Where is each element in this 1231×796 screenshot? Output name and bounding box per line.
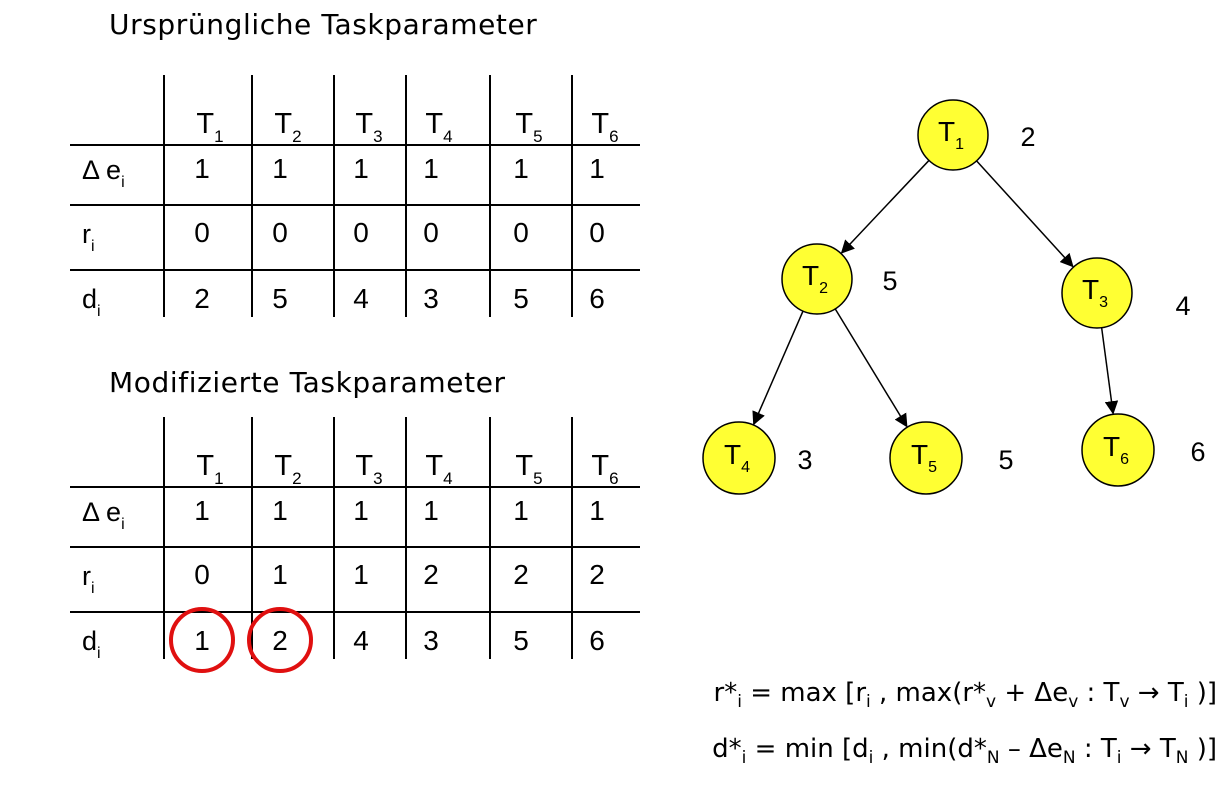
table-cell: 0 <box>272 217 288 248</box>
task-node-label: T1 <box>938 116 964 153</box>
table-cell: 0 <box>513 217 529 248</box>
original-parameters-table: T1 T2 T3 T4 T5 T6 Δ ei 1 1 1 1 1 1 ri 0 0 0 0 0 0 di 2 5 4 3 5 6 <box>70 75 640 320</box>
table-cell: 1 <box>513 153 529 184</box>
table-cell: 1 <box>272 559 288 590</box>
dependency-arrow <box>976 160 1074 268</box>
table-cell: 5 <box>272 283 288 314</box>
task-deadline-label: 6 <box>1190 437 1205 467</box>
table-header-cell: T2 <box>274 108 301 146</box>
task-node-label: T3 <box>1082 274 1108 311</box>
table-cell: 5 <box>513 625 529 656</box>
table-cell: 1 <box>353 559 369 590</box>
task-node-t3 <box>1061 257 1133 329</box>
modified-parameters-table: T1 T2 T3 T4 T5 T6 Δ ei 1 1 1 1 1 1 ri 0 1 1 2 2 2 di 1 2 4 3 5 6 <box>70 417 640 673</box>
table-cell: 2 <box>513 559 529 590</box>
table-cell: 1 <box>272 153 288 184</box>
table-cell: 1 <box>353 495 369 526</box>
table-cell: 1 <box>589 153 605 184</box>
task-deadline-label: 5 <box>998 445 1013 475</box>
table-row-label: di <box>82 626 101 662</box>
table-cell: 1 <box>423 153 439 184</box>
table-header-cell: T1 <box>196 450 223 488</box>
task-node-t2 <box>781 243 853 315</box>
task-deadline-label: 2 <box>1020 122 1035 152</box>
table-cell: 1 <box>194 625 210 656</box>
table-cell: 5 <box>513 283 529 314</box>
table-cell: 1 <box>194 153 210 184</box>
table-cell: 1 <box>272 495 288 526</box>
task-node-t6 <box>1081 413 1155 487</box>
table-header-cell: T5 <box>515 108 542 146</box>
table-header-cell: T4 <box>425 450 452 488</box>
table-row-label: Δ ei <box>82 155 125 191</box>
table-row-label: ri <box>82 219 95 255</box>
table-cell: 2 <box>194 283 210 314</box>
dependency-arrow <box>1100 327 1119 415</box>
table-header-cell: T3 <box>355 108 382 146</box>
task-node-label: T5 <box>911 439 937 476</box>
table-cell: 6 <box>589 625 605 656</box>
table-cell: 2 <box>272 625 288 656</box>
table-cell: 1 <box>589 495 605 526</box>
modified-parameters-heading: Modifizierte Taskparameter <box>109 366 506 399</box>
original-parameters-heading: Ursprüngliche Taskparameter <box>109 8 538 41</box>
dependency-arrow <box>834 308 908 428</box>
table-header-cell: T4 <box>425 108 452 146</box>
task-node-label: T6 <box>1103 431 1129 468</box>
table-cell: 2 <box>423 559 439 590</box>
r-star-formula: r*i = max [ri , max(r*v + Δev : Tv → Ti … <box>713 678 1217 712</box>
task-node-label: T4 <box>724 439 750 476</box>
table-row-label: di <box>82 284 101 320</box>
table-row-label: ri <box>82 561 95 597</box>
table-cell: 1 <box>194 495 210 526</box>
table-cell: 0 <box>194 217 210 248</box>
task-node-t1 <box>917 99 989 171</box>
task-node-t5 <box>889 421 963 495</box>
table-header-cell: T6 <box>591 450 618 488</box>
task-deadline-label: 5 <box>882 266 897 296</box>
table-row-label: Δ ei <box>82 497 125 533</box>
task-deadline-label: 4 <box>1175 291 1190 321</box>
table-cell: 2 <box>589 559 605 590</box>
table-cell: 0 <box>194 559 210 590</box>
table-header-cell: T5 <box>515 450 542 488</box>
table-cell: 4 <box>353 625 369 656</box>
highlight-circle <box>247 607 313 673</box>
table-cell: 1 <box>513 495 529 526</box>
table-cell: 1 <box>423 495 439 526</box>
dependency-arrow <box>752 310 804 426</box>
table-cell: 0 <box>423 217 439 248</box>
table-cell: 0 <box>353 217 369 248</box>
table-cell: 4 <box>353 283 369 314</box>
d-star-formula: d*i = min [di , min(d*N – ΔeN : Ti → TN … <box>712 734 1217 768</box>
table-header-cell: T2 <box>274 450 301 488</box>
table-header-cell: T6 <box>591 108 618 146</box>
table-header-cell: T3 <box>355 450 382 488</box>
task-deadline-label: 3 <box>797 445 812 475</box>
table-header-cell: T1 <box>196 108 223 146</box>
table-cell: 1 <box>353 153 369 184</box>
table-cell: 6 <box>589 283 605 314</box>
task-node-label: T2 <box>802 260 828 297</box>
table-cell: 0 <box>589 217 605 248</box>
table-cell: 3 <box>423 283 439 314</box>
highlight-circle <box>169 607 235 673</box>
task-node-t4 <box>702 421 776 495</box>
dependency-arrow <box>840 159 930 254</box>
table-cell: 3 <box>423 625 439 656</box>
